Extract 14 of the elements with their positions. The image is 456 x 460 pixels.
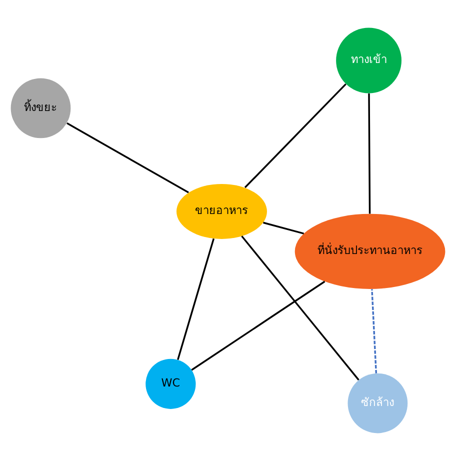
connector — [244, 82, 346, 188]
node-circle: ทิ้งขยะ — [10, 78, 71, 138]
connector — [177, 238, 215, 360]
node-ellipse: ที่นั่งรับประทานอาหาร — [294, 213, 446, 288]
connector — [368, 92, 371, 214]
node-circle: ซักล้าง — [348, 372, 408, 433]
connector — [263, 221, 304, 234]
connector — [191, 280, 326, 370]
node-circle: ทางเข้า — [336, 27, 402, 93]
connector — [241, 235, 360, 380]
connector — [66, 122, 189, 193]
connector — [371, 288, 378, 373]
node-ellipse: ขายอาหาร — [176, 183, 267, 238]
node-circle: WC — [146, 358, 196, 408]
